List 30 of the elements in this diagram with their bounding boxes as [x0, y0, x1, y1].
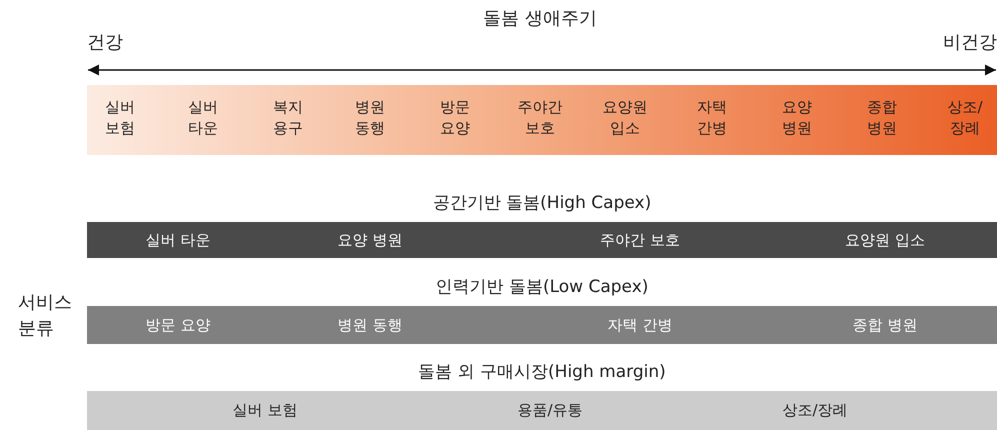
service-label: 상조/장례 [782, 400, 848, 421]
stage-label: 실버 보험 [104, 97, 136, 139]
axis-label: 건강 [87, 31, 123, 54]
category-heading: 공간기반 돌봄(High Capex) [432, 192, 652, 214]
stage-label: 종합 병원 [866, 97, 898, 139]
stage-label: 실버 타운 [187, 97, 219, 139]
category-heading: 인력기반 돌봄(Low Capex) [434, 276, 650, 298]
service-label: 주야간 보호 [600, 230, 680, 251]
stage-label: 상조/ 장례 [946, 97, 984, 139]
stage-label: 방문 요양 [439, 97, 471, 139]
stage-label: 요양원 입소 [602, 97, 648, 139]
service-label: 실버 타운 [146, 230, 210, 251]
stage-label: 요양 병원 [781, 97, 813, 139]
axis-label: 비건강 [943, 31, 997, 54]
service-label: 실버 보험 [232, 400, 298, 421]
service-label: 병원 동행 [338, 315, 402, 336]
service-label: 요양원 입소 [845, 230, 925, 251]
service-label: 용품/유통 [517, 400, 583, 421]
stage-label: 복지 용구 [272, 97, 304, 139]
service-label: 종합 병원 [852, 315, 918, 336]
category-heading: 돌봄 외 구매시장(High margin) [417, 361, 667, 383]
title: 돌봄 생애주기 [482, 7, 598, 30]
stage-label: 주야간 보호 [516, 97, 564, 139]
service-label: 자택 간병 [608, 315, 672, 336]
stage-label: 자택 간병 [696, 97, 728, 139]
lifecycle-band [87, 85, 997, 155]
service-label: 방문 요양 [146, 315, 210, 336]
row-label: 서비스 분류 [18, 291, 73, 341]
service-label: 요양 병원 [338, 230, 402, 251]
stage-label: 병원 동행 [354, 97, 386, 139]
